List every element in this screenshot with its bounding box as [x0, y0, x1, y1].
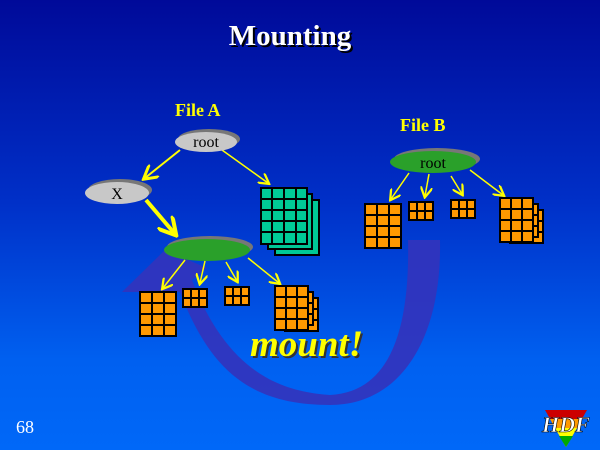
file-a-root-label: root — [193, 134, 219, 151]
file-b-root-label: root — [420, 155, 446, 172]
arrow-root-to-x — [145, 149, 181, 178]
mount-label: mount! — [250, 324, 364, 365]
dataset-stack — [499, 197, 534, 243]
file-b-label: File B — [400, 115, 446, 135]
mount-arrow — [122, 240, 441, 405]
file-a-label: File A — [175, 100, 221, 120]
arrow-root-to-dataset — [221, 149, 268, 183]
hdf-logo: HDF — [541, 410, 590, 447]
hdf-logo-text: HDF — [541, 412, 590, 437]
mounted-datasets — [139, 285, 319, 337]
teal-dataset-stack — [260, 187, 320, 256]
dataset-large — [364, 203, 402, 249]
file-b-root-node — [390, 151, 476, 173]
x-node-label: X — [111, 186, 123, 203]
mounted-root-node — [164, 239, 250, 261]
dataset-small — [224, 286, 250, 306]
file-a-root-node — [175, 132, 237, 152]
arrow-x-to-mounted-root — [144, 198, 175, 234]
page-number: 68 — [16, 417, 34, 437]
file-b-datasets — [364, 197, 544, 249]
dataset-small — [450, 199, 476, 219]
dataset-small — [182, 288, 208, 308]
x-node — [85, 182, 149, 204]
dataset-small — [408, 201, 434, 221]
slide-title: Mounting — [228, 20, 352, 52]
dataset-stack — [274, 285, 309, 331]
dataset-large — [139, 291, 177, 337]
